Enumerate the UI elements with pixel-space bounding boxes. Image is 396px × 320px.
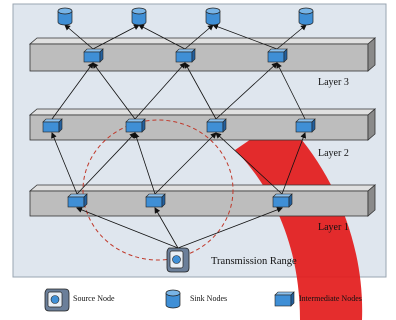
layer-3-label: Layer 3	[318, 77, 349, 88]
legend-sink-label: Sink Nodes	[190, 294, 227, 303]
edge-l1-0-to-l2-0	[51, 132, 78, 195]
edge-l2-2-to-l3-2	[215, 62, 278, 120]
legend: Source Node Sink Nodes Intermediate Node…	[44, 288, 362, 312]
layer2-node-3	[295, 118, 316, 133]
edges	[51, 23, 307, 249]
edge-l2-3-to-l3-2	[276, 62, 306, 120]
layer-2-label: Layer 2	[318, 148, 349, 159]
edge-l2-0-to-l3-0	[51, 62, 94, 120]
edge-source-to-l1-1	[154, 207, 179, 249]
sink-node-1	[131, 7, 147, 26]
layer2-node-2	[206, 118, 227, 133]
edge-source-to-l1-0	[76, 207, 179, 249]
edge-l3-0-to-sink-0	[64, 24, 94, 50]
transmission-range-label: Transmission Range	[211, 256, 297, 267]
sink-node-3	[298, 7, 314, 26]
edge-l2-2-to-l3-1	[184, 62, 217, 120]
edge-l3-2-to-sink-3	[276, 24, 307, 50]
sink-node-2	[205, 7, 221, 26]
edge-l1-0-to-l2-1	[76, 132, 136, 195]
edge-l3-1-to-sink-1	[138, 24, 186, 50]
layer1-node-0	[67, 193, 88, 208]
layer1-node-1	[145, 193, 166, 208]
source-node	[166, 247, 190, 273]
edge-l3-2-to-sink-2	[212, 23, 278, 50]
sink-node-0	[57, 7, 73, 26]
layer2-node-1	[125, 118, 146, 133]
intermediate-node-icon	[274, 291, 295, 307]
legend-intermediate-label: Intermediate Nodes	[299, 294, 362, 303]
layer-2-slab	[28, 108, 377, 141]
edge-l2-1-to-l3-1	[134, 62, 186, 120]
transmission-range-circle	[82, 119, 234, 261]
edge-l1-2-to-l2-3	[281, 132, 307, 195]
layer3-node-1	[175, 48, 196, 63]
edge-l2-1-to-l3-0	[92, 62, 136, 120]
edge-l3-1-to-sink-2	[184, 24, 214, 50]
layer3-node-0	[83, 48, 104, 63]
layer1-node-2	[272, 193, 293, 208]
edge-source-to-l1-2	[177, 206, 283, 249]
nodes	[42, 7, 316, 273]
layer3-node-2	[267, 48, 288, 63]
legend-source-label: Source Node	[73, 294, 115, 303]
edge-l1-1-to-l2-2	[154, 132, 217, 195]
edge-l3-0-to-sink-1	[92, 24, 140, 50]
layer-1-label: Layer 1	[318, 222, 349, 233]
layer-3-slab	[28, 37, 377, 72]
sink-node-icon	[165, 289, 181, 309]
edge-l1-1-to-l2-1	[133, 132, 156, 195]
layer2-node-0	[42, 118, 63, 133]
edge-l1-2-to-l2-2	[215, 132, 283, 195]
source-node-icon	[44, 288, 70, 312]
watermark-arc	[235, 118, 363, 320]
